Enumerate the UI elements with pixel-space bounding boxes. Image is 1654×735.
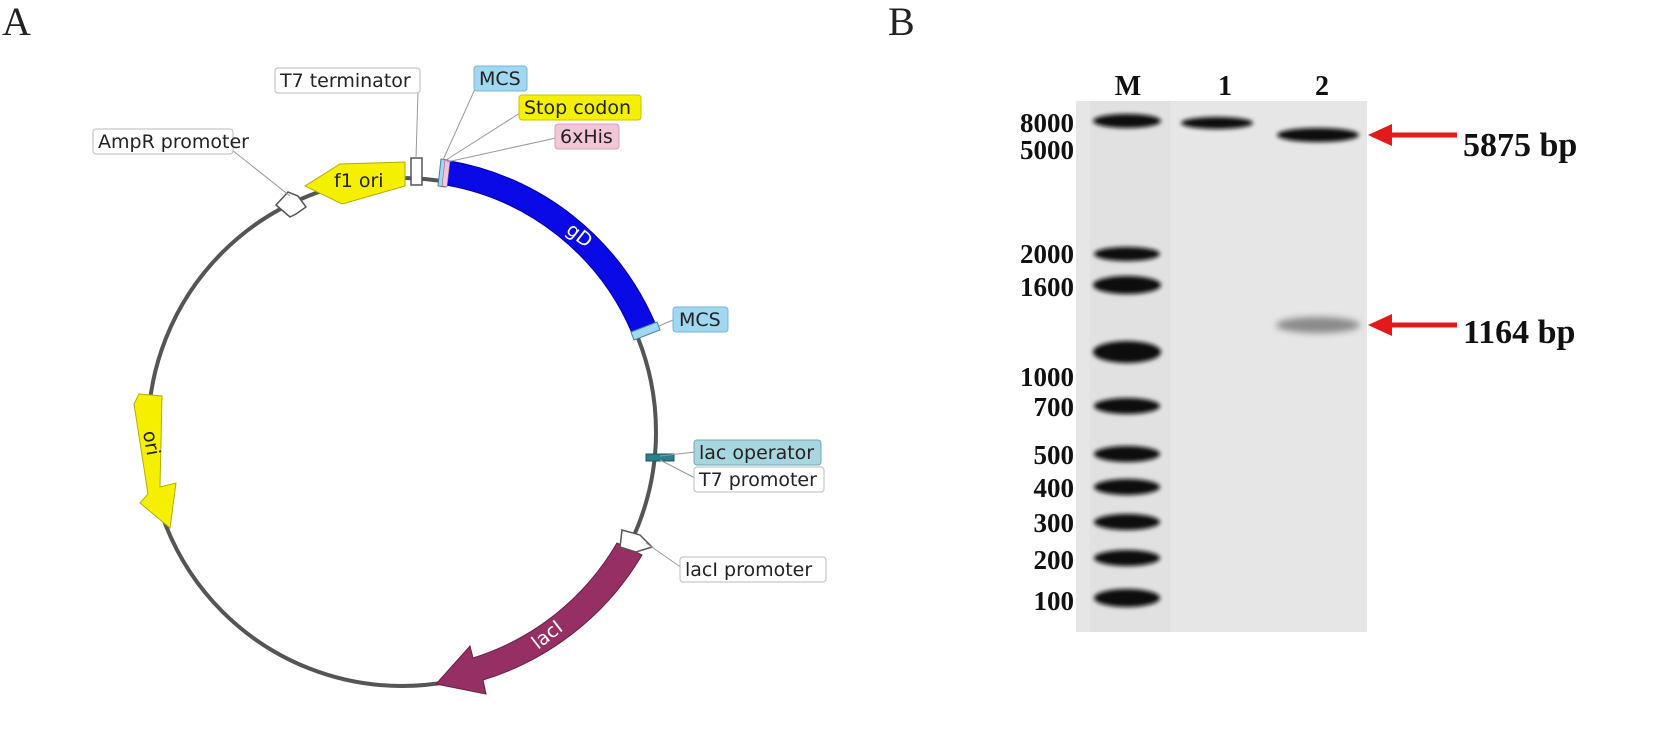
mcs-right-label: MCS — [679, 309, 721, 331]
feature-gd-arrow — [445, 160, 656, 334]
laci-promoter-mark — [619, 529, 654, 553]
mcs-right-mark — [630, 321, 661, 341]
t7-promoter-label: T7 promoter — [698, 469, 817, 491]
ampr-promoter-mark — [274, 191, 308, 218]
ladder-label: 100 — [1034, 586, 1075, 616]
ladder-band — [1093, 114, 1161, 128]
plasmid-map: gD f1 ori ori lacI T — [92, 65, 827, 695]
lane-label-m: M — [1115, 71, 1141, 102]
ladder-labels: 8000 5000 2000 1600 1000 700 500 400 300… — [1020, 108, 1074, 616]
ladder-label: 1000 — [1020, 362, 1074, 392]
his-tag-label: 6xHis — [560, 126, 613, 148]
ladder-band — [1094, 446, 1160, 462]
lane-label-2: 2 — [1315, 71, 1329, 102]
t7-terminator-label: T7 terminator — [279, 70, 411, 92]
feature-laci-arrow — [435, 542, 643, 695]
ladder-band — [1094, 514, 1160, 530]
feature-ori-label: ori — [138, 429, 164, 457]
laci-promoter-box — [679, 556, 827, 583]
ladder-band — [1093, 276, 1161, 294]
his-tag-mark — [441, 159, 451, 188]
ladder-label: 8000 — [1020, 108, 1074, 138]
panel-b-letter: B — [888, 0, 915, 44]
mcs-top-label: MCS — [479, 68, 521, 90]
ampr-promoter-box — [92, 128, 234, 155]
ladder-label: 5000 — [1020, 135, 1074, 165]
agarose-gel — [1076, 101, 1367, 632]
arrow-head — [1368, 314, 1392, 336]
feature-f1-ori-label: f1 ori — [334, 170, 384, 192]
ladder-band — [1094, 550, 1160, 566]
stop-codon-label: Stop codon — [524, 97, 631, 119]
lac-operator-mark — [645, 453, 675, 462]
ladder-label: 500 — [1034, 440, 1075, 470]
ladder-bands — [1093, 114, 1161, 607]
band-size-1164: 1164 bp — [1463, 314, 1575, 351]
t7-terminator-mark — [410, 157, 423, 186]
ladder-label: 700 — [1034, 392, 1075, 422]
ladder-label: 2000 — [1020, 239, 1074, 269]
ladder-band — [1093, 341, 1161, 363]
arrow-1164 — [1368, 314, 1457, 336]
lac-operator-box — [693, 439, 822, 466]
feature-ori-arrow — [133, 393, 177, 529]
ladder-band — [1094, 589, 1160, 607]
mcs-right-box — [672, 306, 729, 333]
his-tag-box — [554, 123, 620, 150]
lane-label-1: 1 — [1218, 71, 1232, 102]
t7-promoter-box — [693, 466, 825, 493]
lac-operator-label: lac operator — [699, 442, 814, 464]
laci-promoter-label: lacI promoter — [685, 559, 812, 581]
lane-2-band-small — [1276, 317, 1360, 333]
ladder-label: 300 — [1034, 508, 1075, 538]
lane-2-band-large — [1277, 128, 1359, 142]
band-size-5875: 5875 bp — [1463, 127, 1577, 164]
marker-lane-shade — [1090, 101, 1170, 632]
feature-f1-ori-arrow — [303, 161, 406, 205]
lane-1-band — [1181, 117, 1253, 129]
panel-a-letter: A — [2, 0, 31, 44]
ladder-label: 200 — [1034, 545, 1075, 575]
ladder-label: 1600 — [1020, 272, 1074, 302]
ladder-band — [1094, 398, 1160, 414]
stop-codon-box — [518, 94, 642, 121]
mcs-top-box — [473, 65, 528, 92]
arrow-head — [1368, 124, 1392, 146]
ladder-label: 400 — [1034, 473, 1075, 503]
ladder-band — [1094, 247, 1160, 261]
ampr-promoter-label: AmpR promoter — [98, 131, 249, 153]
t7-terminator-box — [274, 67, 421, 94]
gel-background — [1076, 101, 1367, 632]
leader-lines — [231, 88, 696, 569]
ladder-band — [1094, 479, 1160, 495]
arrow-5875 — [1368, 124, 1457, 146]
